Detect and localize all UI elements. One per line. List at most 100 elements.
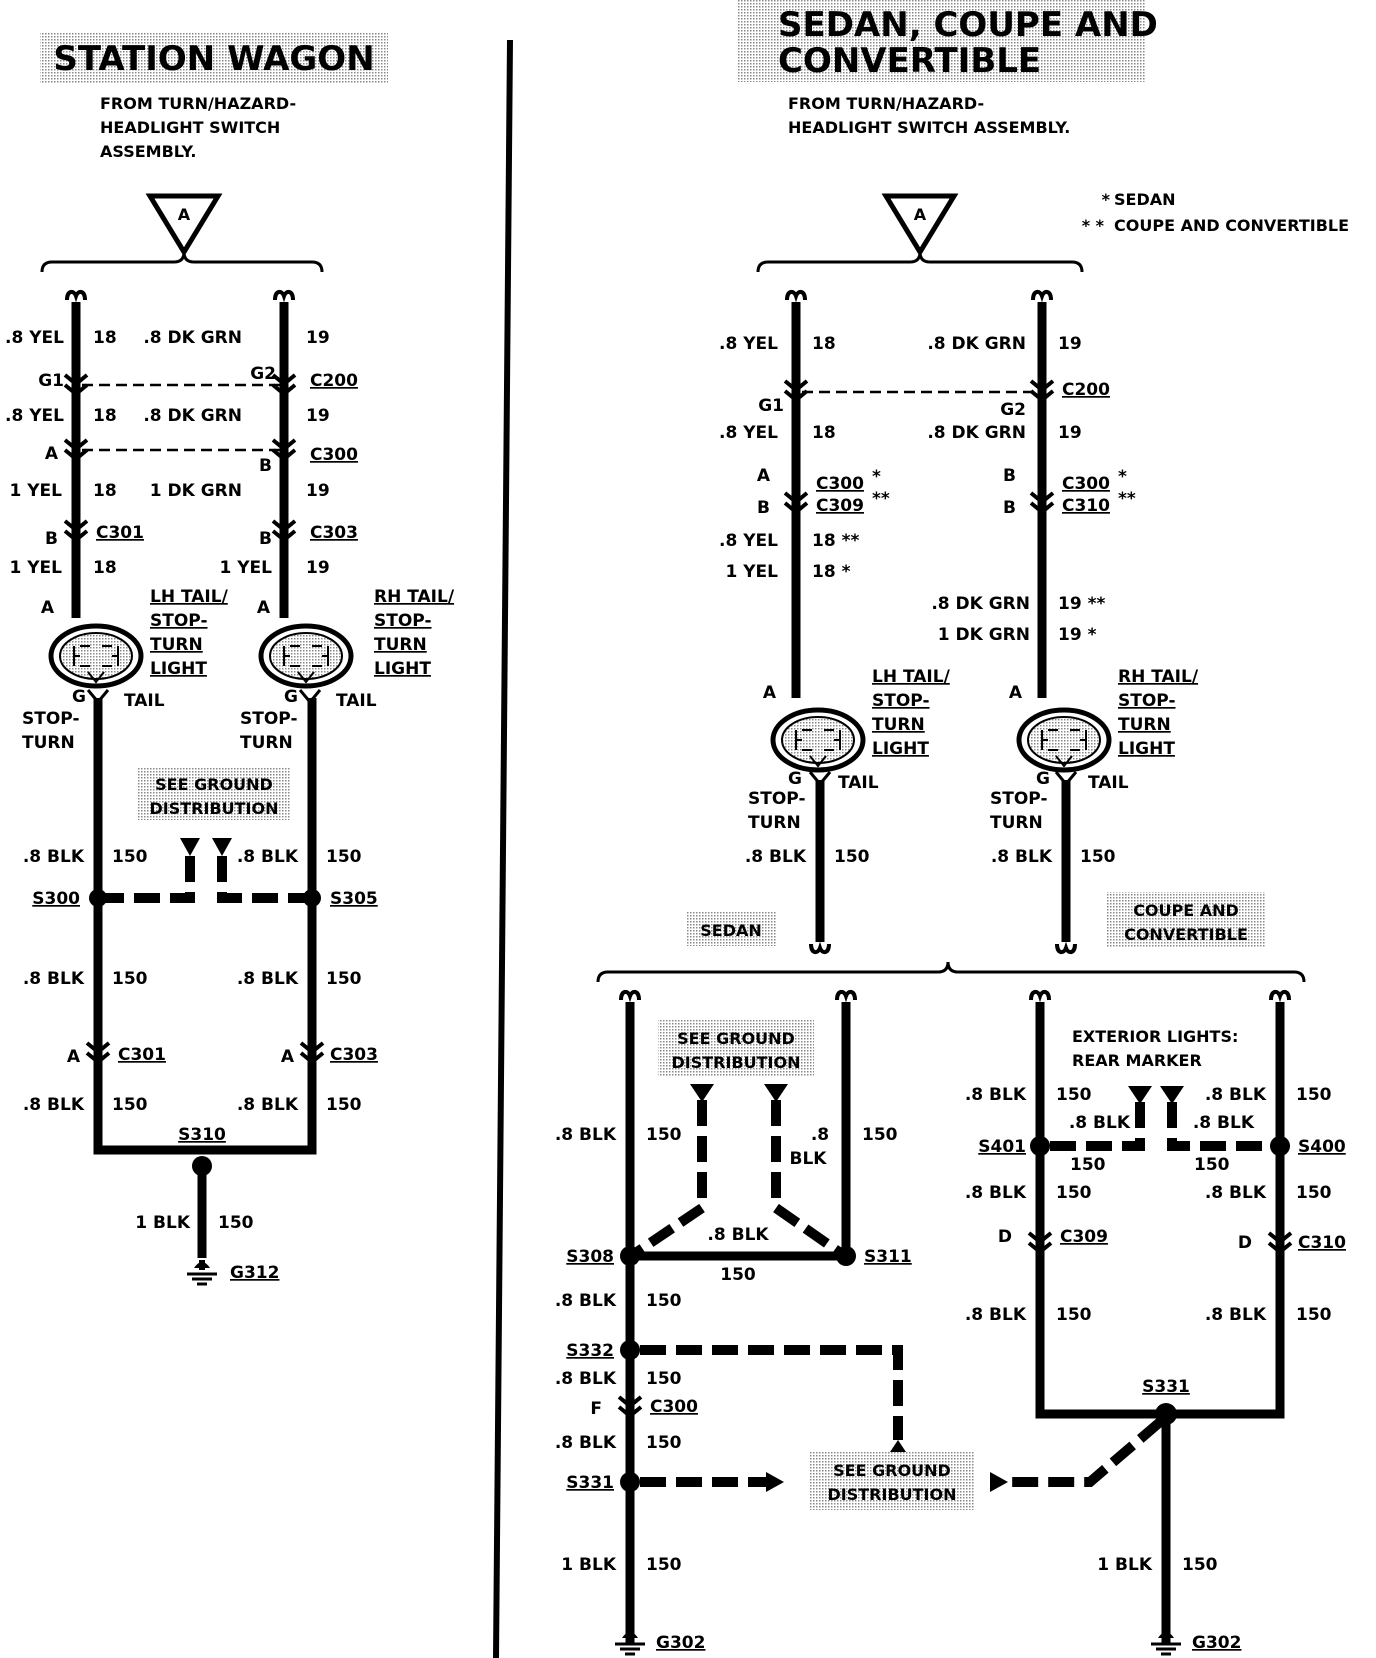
s401-out-color: .8 BLK bbox=[965, 1183, 1027, 1203]
rh-pin-lamp: A bbox=[1009, 683, 1023, 703]
s401-top-color: .8 BLK bbox=[965, 1085, 1027, 1105]
rh-pin-g: G bbox=[1036, 769, 1050, 789]
lh-pin-c200: G1 bbox=[38, 371, 64, 391]
sw-final-num: 150 bbox=[218, 1213, 254, 1233]
lh-tail: TAIL bbox=[124, 691, 165, 711]
rh-c300: C300 bbox=[1062, 474, 1110, 494]
rh-lamp-label-3: TURN bbox=[1118, 715, 1171, 735]
lh-pin-c200: G1 bbox=[758, 396, 784, 416]
s401-top-num: 150 bbox=[1056, 1085, 1092, 1105]
source-line-1: FROM TURN/HAZARD- bbox=[788, 94, 984, 113]
rh-wire2-num: 19 bbox=[306, 406, 330, 426]
branch-bracket bbox=[596, 961, 1306, 983]
lh-pin-lamp: A bbox=[763, 683, 777, 703]
lh-wire2-color: .8 YEL bbox=[719, 423, 778, 443]
legend-text-1: SEDAN bbox=[1114, 190, 1176, 209]
sedan-ground-box-line2: DISTRIBUTION bbox=[672, 1053, 801, 1072]
sedan-ground-box-line1: SEE GROUND bbox=[677, 1029, 795, 1048]
lh-wire2-num: 18 bbox=[93, 406, 117, 426]
c300-in-color: .8 BLK bbox=[555, 1369, 617, 1389]
sw-ground-box-line1: SEE GROUND bbox=[155, 775, 273, 794]
lh-blk-num: 150 bbox=[834, 847, 870, 867]
s310-label: S310 bbox=[178, 1125, 226, 1145]
s300-label: S300 bbox=[32, 889, 80, 909]
sedan-section: SEDAN, COUPE AND CONVERTIBLE FROM TURN/H… bbox=[555, 0, 1349, 1654]
sedan-final-num: 150 bbox=[646, 1555, 682, 1575]
lh-lamp-icon bbox=[51, 626, 141, 686]
lh-c300: C300 bbox=[816, 474, 864, 494]
rh-c303-low: C303 bbox=[330, 1045, 378, 1065]
c309-label: C309 bbox=[1060, 1227, 1108, 1247]
lh-pin-c301: B bbox=[45, 529, 58, 549]
c300-label: C300 bbox=[650, 1397, 698, 1417]
g302-left-label: G302 bbox=[656, 1633, 705, 1653]
coupe-box-line1: COUPE AND bbox=[1133, 901, 1239, 920]
lh-blk2-num: 150 bbox=[112, 969, 148, 989]
lh-wire1-num: 18 bbox=[812, 334, 836, 354]
s400-in-num: 150 bbox=[1194, 1155, 1230, 1175]
rh-wire1-color: .8 DK GRN bbox=[143, 328, 242, 348]
g302-right-label: G302 bbox=[1192, 1633, 1241, 1653]
lh-c309-mark: ** bbox=[872, 489, 890, 509]
lh-stop: STOP- bbox=[22, 709, 80, 729]
s300-splice bbox=[89, 889, 107, 907]
sedan-final-color: 1 BLK bbox=[561, 1555, 617, 1575]
ground-icon bbox=[187, 1260, 217, 1284]
c310-label: C310 bbox=[1298, 1233, 1346, 1253]
lh-lamp-label-2: STOP- bbox=[150, 611, 208, 631]
source-line-2: HEADLIGHT SWITCH bbox=[100, 118, 280, 137]
rh-wire3-color: 1 DK GRN bbox=[150, 481, 242, 501]
lh-blk-color: .8 BLK bbox=[745, 847, 807, 867]
rh-lamp-label-3: TURN bbox=[374, 635, 427, 655]
s400-out-num: 150 bbox=[1296, 1183, 1332, 1203]
rh-wire2-color: .8 DK GRN bbox=[143, 406, 242, 426]
lh-lamp-icon bbox=[773, 710, 863, 770]
rh-tail: TAIL bbox=[336, 691, 377, 711]
s401-label: S401 bbox=[978, 1137, 1026, 1157]
harness-bracket bbox=[756, 251, 1084, 273]
section-title-2: CONVERTIBLE bbox=[778, 41, 1041, 81]
source-line-3: ASSEMBLY. bbox=[100, 142, 196, 161]
s311-in-color-1: .8 bbox=[811, 1125, 829, 1145]
rh-c300-mark: * bbox=[1118, 467, 1127, 487]
rh-turn: TURN bbox=[990, 813, 1043, 833]
rh-c200: C200 bbox=[310, 371, 358, 391]
lh-wire3-num: 18 bbox=[93, 481, 117, 501]
station-wagon-section: STATION WAGON FROM TURN/HAZARD- HEADLIGH… bbox=[5, 32, 455, 1284]
rh-pin-c200: G2 bbox=[1000, 400, 1026, 420]
rh-wire1-num: 19 bbox=[1058, 334, 1082, 354]
rh-stop: STOP- bbox=[240, 709, 298, 729]
lh-wire1-num: 18 bbox=[93, 328, 117, 348]
rh-pin-b: B bbox=[1003, 498, 1016, 518]
ext-lights-line1: EXTERIOR LIGHTS: bbox=[1072, 1027, 1238, 1046]
lh-wire4-num: 18 * bbox=[812, 562, 851, 582]
lh-c301-low: C301 bbox=[118, 1045, 166, 1065]
s331-lin-num: 150 bbox=[1056, 1305, 1092, 1325]
rh-lamp-icon bbox=[1019, 710, 1109, 770]
s332-splice bbox=[620, 1340, 640, 1360]
lh-wire1-color: .8 YEL bbox=[719, 334, 778, 354]
coupe-final-num: 150 bbox=[1182, 1555, 1218, 1575]
lh-lamp-label-4: LIGHT bbox=[150, 659, 207, 679]
rh-lamp-label-2: STOP- bbox=[1118, 691, 1176, 711]
rh-blk1-num: 150 bbox=[326, 847, 362, 867]
s332-in-color: .8 BLK bbox=[555, 1291, 617, 1311]
s401-in-color: .8 BLK bbox=[1069, 1113, 1131, 1133]
s401-out-num: 150 bbox=[1056, 1183, 1092, 1203]
rh-pin-lamp: A bbox=[257, 598, 271, 618]
source-line-2: HEADLIGHT SWITCH ASSEMBLY. bbox=[788, 118, 1070, 137]
g312-label: G312 bbox=[230, 1263, 279, 1283]
lh-blk1-num: 150 bbox=[112, 847, 148, 867]
rh-wire3-num: 19 bbox=[306, 481, 330, 501]
rh-lamp-icon bbox=[261, 626, 351, 686]
legend-mark-2: * * bbox=[1082, 216, 1105, 235]
coupe-box-line2: CONVERTIBLE bbox=[1124, 925, 1248, 944]
harness-bracket bbox=[40, 251, 324, 273]
section-title: STATION WAGON bbox=[53, 39, 374, 79]
sw-ground-loop bbox=[93, 698, 317, 1155]
lh-wire2-num: 18 bbox=[812, 423, 836, 443]
rh-lamp-label-2: STOP- bbox=[374, 611, 432, 631]
s400-top-num: 150 bbox=[1296, 1085, 1332, 1105]
rh-blk-color: .8 BLK bbox=[991, 847, 1053, 867]
s331-right-label: S331 bbox=[1142, 1377, 1190, 1397]
